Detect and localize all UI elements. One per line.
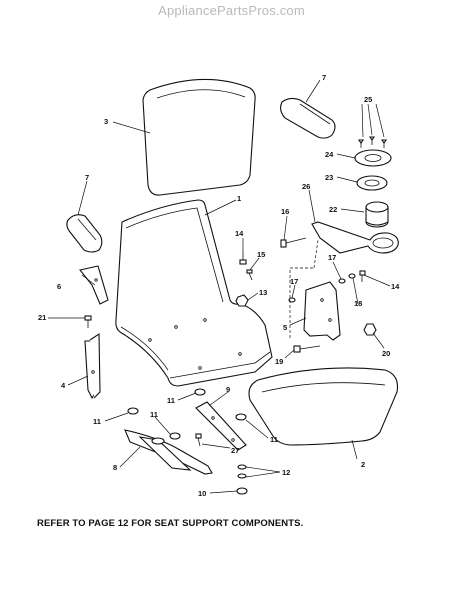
part-screw-14-left bbox=[239, 250, 247, 265]
callout-5: 5 bbox=[283, 323, 287, 332]
callout-1: 1 bbox=[237, 194, 241, 203]
callout-15: 15 bbox=[257, 250, 265, 259]
callout-3: 3 bbox=[104, 117, 108, 126]
assembly-lines bbox=[289, 239, 319, 340]
callout-14-left: 14 bbox=[235, 229, 244, 238]
part-rail bbox=[195, 401, 247, 451]
callout-7-right: 7 bbox=[322, 73, 326, 82]
callout-8: 8 bbox=[113, 463, 117, 472]
part-screw-14-right bbox=[359, 270, 366, 282]
leader-lines bbox=[48, 79, 391, 494]
part-plate-24 bbox=[354, 149, 392, 167]
part-slide-track bbox=[124, 429, 213, 475]
part-bolt-19 bbox=[293, 345, 321, 353]
part-seat-pan bbox=[115, 199, 273, 387]
callout-25: 25 bbox=[364, 95, 372, 104]
callout-17-lower: 17 bbox=[290, 277, 298, 286]
callout-labels: 3 7 7 1 25 24 23 22 26 16 14 15 13 17 17… bbox=[38, 73, 400, 498]
callout-22: 22 bbox=[329, 205, 337, 214]
callout-23: 23 bbox=[325, 173, 333, 182]
callout-6: 6 bbox=[57, 282, 61, 291]
part-washers-12 bbox=[237, 464, 247, 479]
callout-26: 26 bbox=[302, 182, 310, 191]
callout-21: 21 bbox=[38, 313, 46, 322]
part-screw-27 bbox=[195, 433, 202, 447]
callout-7-left: 7 bbox=[85, 173, 89, 182]
part-cup bbox=[365, 201, 389, 228]
callout-11-d: 11 bbox=[270, 435, 278, 444]
part-seat-cushion bbox=[248, 367, 399, 446]
part-nut-18 bbox=[348, 273, 356, 279]
part-arm-support bbox=[311, 221, 399, 254]
part-nut-10 bbox=[236, 487, 248, 495]
part-bolt-16 bbox=[280, 237, 307, 248]
callout-27: 27 bbox=[231, 446, 239, 455]
callout-19: 19 bbox=[275, 357, 283, 366]
callout-11-c: 11 bbox=[150, 410, 158, 419]
part-arm-bracket bbox=[79, 265, 109, 305]
part-washers-11 bbox=[127, 388, 247, 440]
callout-12: 12 bbox=[282, 468, 290, 477]
part-nut-13 bbox=[235, 294, 249, 307]
part-mount-bracket bbox=[303, 281, 341, 341]
callout-20: 20 bbox=[382, 349, 390, 358]
part-washer-17-upper bbox=[338, 278, 346, 284]
callout-18: 18 bbox=[354, 299, 362, 308]
part-arm-pad-right bbox=[279, 97, 336, 139]
callout-11-a: 11 bbox=[167, 396, 175, 405]
part-bolt-21 bbox=[84, 315, 92, 328]
part-hinge-bracket bbox=[84, 332, 101, 400]
callout-11-b: 11 bbox=[93, 417, 101, 426]
part-screw-15 bbox=[246, 269, 253, 281]
watermark: AppliancePartsPros.com bbox=[158, 3, 305, 18]
callout-17-upper: 17 bbox=[328, 253, 336, 262]
callout-2: 2 bbox=[361, 460, 365, 469]
part-plate-23 bbox=[356, 175, 388, 191]
callout-16: 16 bbox=[281, 207, 289, 216]
footnote: REFER TO PAGE 12 FOR SEAT SUPPORT COMPON… bbox=[37, 518, 304, 529]
part-nut-20 bbox=[363, 323, 377, 336]
callout-9: 9 bbox=[226, 385, 230, 394]
part-arm-pad-left bbox=[66, 214, 103, 253]
callout-24: 24 bbox=[325, 150, 334, 159]
callout-4: 4 bbox=[61, 381, 66, 390]
callout-10: 10 bbox=[198, 489, 206, 498]
part-backrest-cushion bbox=[142, 78, 256, 196]
part-screws-25 bbox=[357, 136, 388, 148]
callout-14-right: 14 bbox=[391, 282, 400, 291]
callout-13: 13 bbox=[259, 288, 267, 297]
